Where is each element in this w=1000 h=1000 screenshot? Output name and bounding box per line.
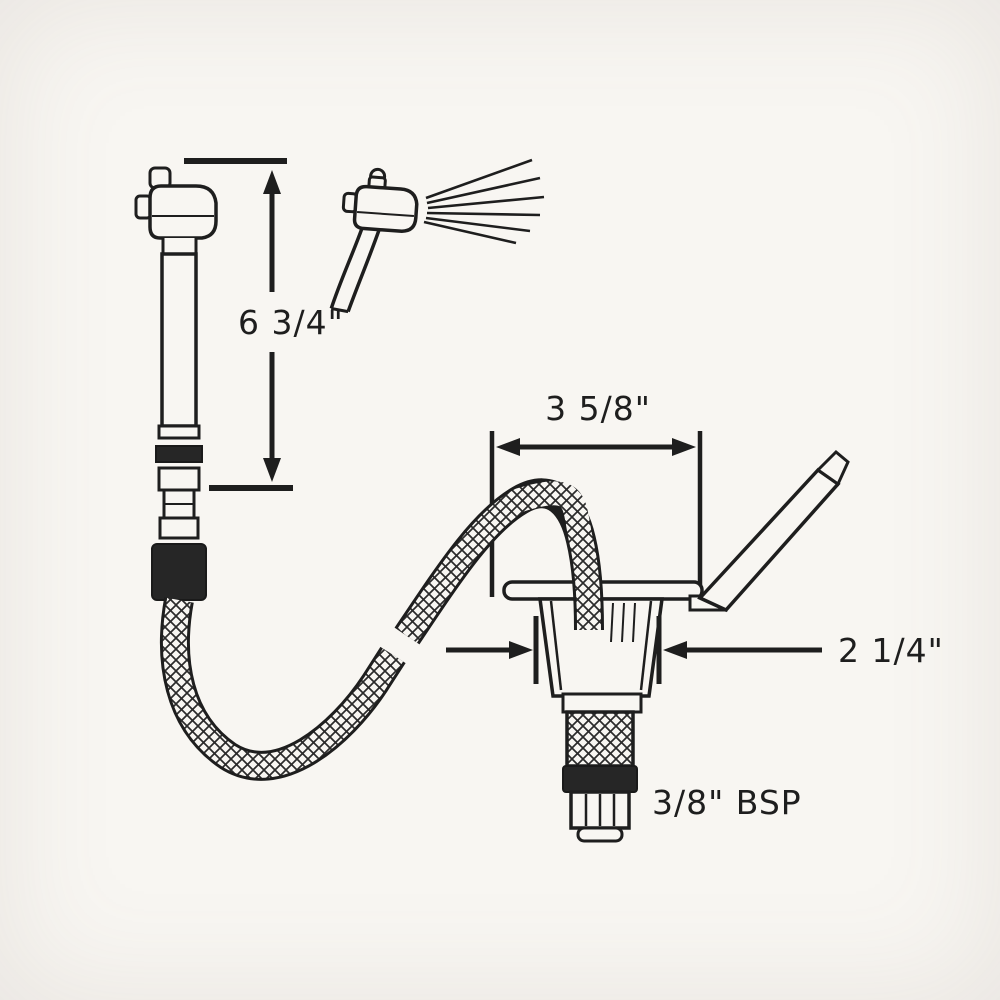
dimension-cup-top-width: 3 5/8"	[489, 389, 703, 597]
label-cup-mid-width: 2 1/4"	[838, 631, 944, 670]
dimension-cup-mid-width: 2 1/4"	[446, 616, 944, 684]
recessed-cup	[537, 597, 665, 698]
sprayer-handle	[157, 252, 201, 440]
arrowhead-down-icon	[263, 458, 281, 482]
arrowhead-right-icon	[509, 641, 533, 659]
braided-hose-right	[394, 478, 604, 645]
tail-hose	[565, 710, 635, 768]
arrowhead-up-icon	[263, 170, 281, 194]
arrowhead-right-icon	[672, 438, 696, 456]
dimension-hose-length: 6 3/4"	[184, 158, 344, 491]
arrowhead-left-icon	[663, 641, 687, 659]
hose-coupling-stack	[151, 445, 207, 601]
sprayer-head-spraying	[329, 167, 419, 314]
label-thread-size: 3/8" BSP	[652, 783, 802, 822]
spray-lines	[423, 158, 545, 245]
label-cup-top-width: 3 5/8"	[545, 389, 651, 428]
braided-hose-left	[160, 597, 406, 781]
sprayer-head-stowed	[134, 166, 218, 256]
bsp-threaded-fitting: 3/8" BSP	[561, 692, 802, 843]
label-hose-length: 6 3/4"	[238, 303, 344, 342]
mounting-bracket	[688, 449, 850, 613]
arrowhead-left-icon	[496, 438, 520, 456]
